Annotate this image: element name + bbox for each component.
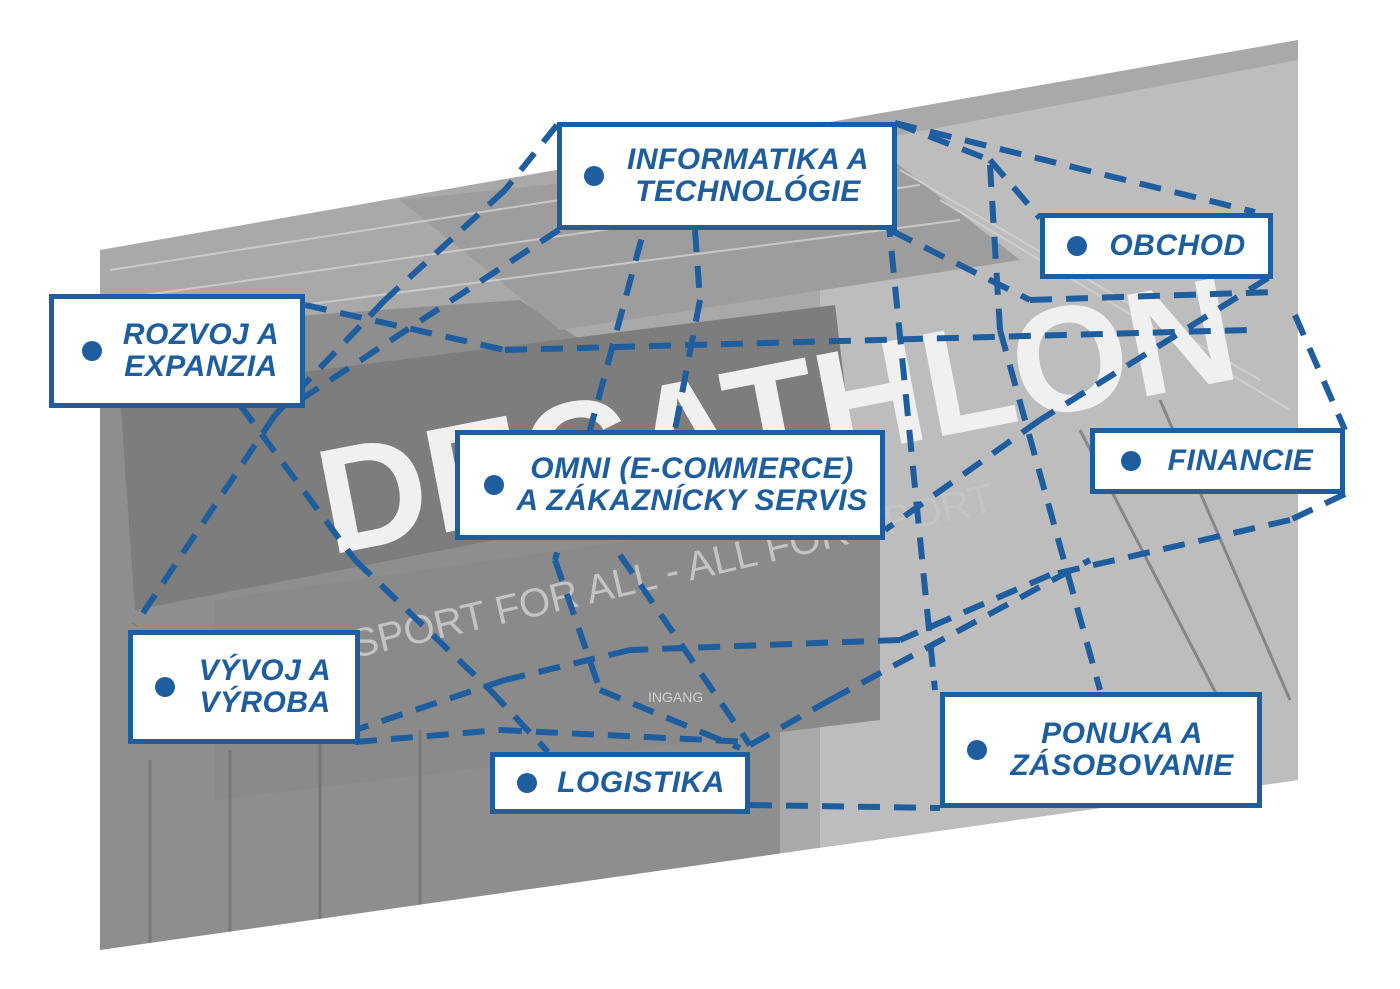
connector-line [487, 687, 551, 755]
connector-line [1029, 289, 1276, 303]
connector-line [828, 557, 1092, 703]
node-label: ROZVOJ A EXPANZIA [122, 317, 280, 383]
bullet-dot [1121, 451, 1141, 471]
connector-line [692, 229, 703, 301]
node-ponuka: PONUKA A ZÁSOBOVANIE [940, 692, 1262, 808]
connector-line [1288, 491, 1347, 523]
connector-line [354, 727, 501, 745]
node-label: OMNI (E-COMMERCE) A ZÁKAZNÍCKY SERVIS [516, 451, 868, 517]
node-label: FINANCIE [1167, 443, 1314, 477]
node-vyvoj: VÝVOJ A VÝROBA [128, 630, 360, 744]
node-financie: FINANCIE [1090, 428, 1345, 494]
connector-line [352, 557, 493, 693]
connector-line [552, 559, 603, 691]
connector-line [504, 647, 631, 683]
connector-line [898, 572, 1052, 643]
connector-line [132, 413, 278, 627]
connector-line [504, 327, 1251, 353]
connector-line [894, 120, 1256, 215]
connector-line [237, 403, 358, 562]
connector-line [339, 677, 506, 738]
connector-line [1049, 517, 1291, 578]
connector-line [502, 123, 560, 192]
node-label: VÝVOJ A VÝROBA [198, 653, 332, 719]
connector-line [629, 637, 901, 653]
connector-line [748, 697, 832, 748]
connector-line [858, 212, 1032, 303]
node-logistika: LOGISTIKA [490, 752, 750, 814]
node-rozvoj: ROZVOJ A EXPANZIA [49, 294, 305, 408]
connector-line [987, 158, 1043, 220]
bullet-dot [1067, 236, 1087, 256]
connector-line [617, 553, 753, 747]
bullet-dot [82, 341, 102, 361]
node-label: OBCHOD [1109, 228, 1246, 262]
connector-line [382, 187, 508, 303]
connector-line [883, 417, 1042, 533]
connector-line [598, 687, 742, 751]
node-informatika: INFORMATIKA A TECHNOLÓGIE [557, 122, 897, 230]
bullet-dot [584, 166, 604, 186]
connector-line [1292, 313, 1348, 432]
connector-line [749, 802, 941, 811]
connector-line [893, 120, 992, 163]
connector-line [672, 299, 703, 431]
entrance-sign-text: INGANG [648, 689, 703, 705]
bullet-dot [967, 740, 987, 760]
connection-lines [132, 120, 1348, 811]
node-label: INFORMATIKA A TECHNOLÓGIE [626, 142, 870, 208]
bullet-dot [484, 475, 504, 495]
connector-line [997, 329, 1103, 691]
connector-line [1038, 275, 1270, 423]
connector-line [499, 727, 751, 745]
connector-line [987, 164, 1003, 331]
connector-line [272, 297, 388, 418]
node-omni: OMNI (E-COMMERCE) A ZÁKAZNÍCKY SERVIS [455, 430, 885, 540]
node-label: PONUKA A ZÁSOBOVANIE [1010, 716, 1234, 782]
bullet-dot [517, 773, 537, 793]
bullet-dot [155, 677, 175, 697]
connector-line [885, 214, 938, 691]
node-label: LOGISTIKA [557, 765, 725, 799]
node-obchod: OBCHOD [1040, 213, 1273, 279]
